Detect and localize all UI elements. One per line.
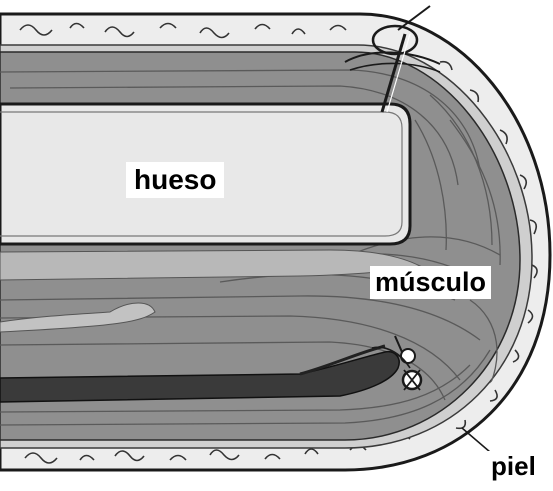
bone-label: hueso (126, 162, 224, 198)
skin-label: piel (487, 451, 540, 481)
skin-label-leader (462, 428, 490, 452)
muscle-label: músculo (370, 266, 491, 299)
